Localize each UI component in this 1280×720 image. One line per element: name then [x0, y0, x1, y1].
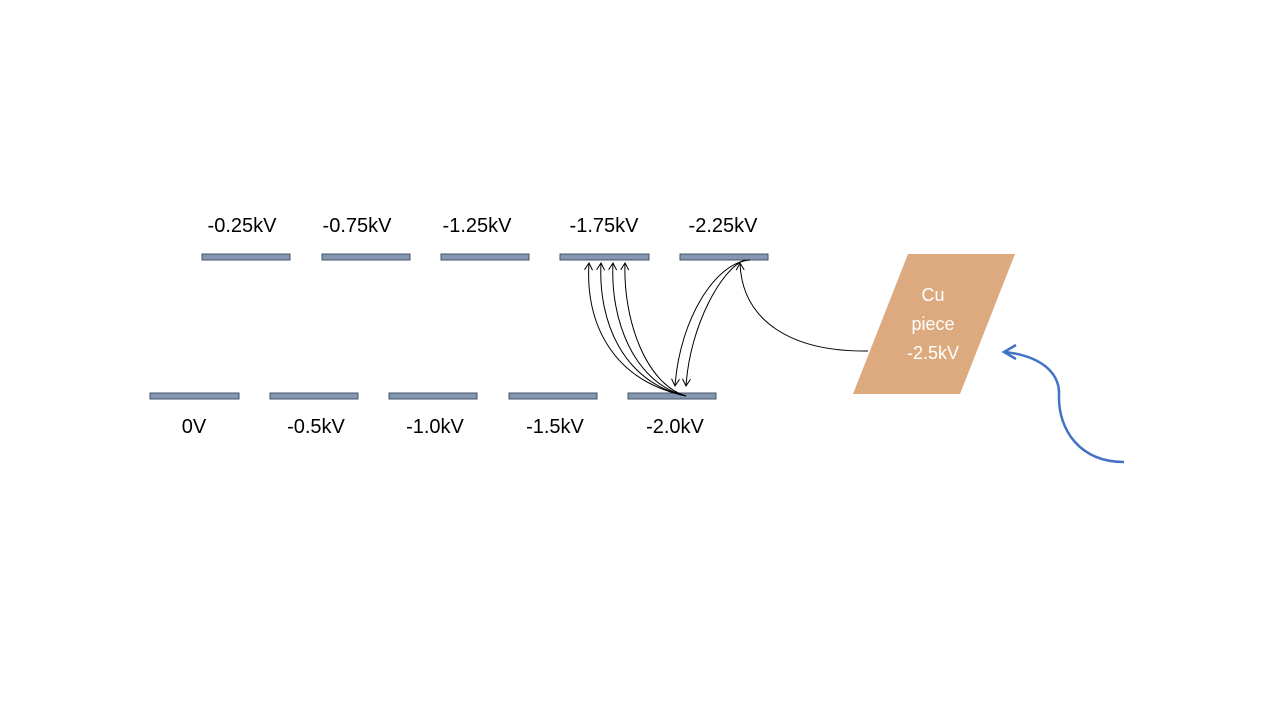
incoming-arrow — [1001, 343, 1125, 464]
arrowhead-icon — [1001, 343, 1017, 361]
curved-arrow-icon — [584, 261, 687, 397]
top-voltage-label-4: -1.75kV — [570, 215, 640, 237]
curved-arrow-icon — [596, 261, 687, 397]
curved-arrow-icon — [608, 261, 687, 397]
cu-piece-shape — [853, 254, 1015, 394]
cu-piece-label-line1: Cu — [921, 285, 944, 305]
dynode-plate-top-4 — [559, 253, 650, 261]
bottom-voltage-label-2: -0.5kV — [287, 416, 345, 438]
dynode-plate-bottom-4 — [508, 392, 598, 400]
curved-arrow-icon — [671, 259, 751, 388]
dynode-plate-bottom-5 — [627, 392, 717, 400]
dynode-plate-top-3 — [440, 253, 530, 261]
cu-piece: Cu piece -2.5kV — [853, 254, 1015, 394]
curved-arrow-icon — [682, 259, 746, 388]
dynode-plate-top-5 — [679, 253, 769, 261]
dynode-plate-bottom-1 — [149, 392, 240, 400]
bottom-voltage-label-1: 0V — [182, 416, 207, 438]
dynode-plate-bottom-3 — [388, 392, 478, 400]
dynode-plate-top-2 — [321, 253, 411, 261]
dynode-plate-top-1 — [201, 253, 291, 261]
bottom-voltage-label-5: -2.0kV — [646, 416, 704, 438]
top-voltage-label-3: -1.25kV — [443, 215, 513, 237]
cu-piece-label-line2: piece — [911, 314, 954, 334]
curved-arrow-icon — [1004, 350, 1125, 464]
top-voltage-label-2: -0.75kV — [323, 215, 393, 237]
bottom-voltage-label-4: -1.5kV — [526, 416, 584, 438]
cu-piece-label-line3: -2.5kV — [907, 343, 959, 363]
top-voltage-label-5: -2.25kV — [689, 215, 759, 237]
curved-arrow-icon — [735, 261, 869, 352]
top-voltage-labels: -0.25kV -0.75kV -1.25kV -1.75kV -2.25kV — [208, 215, 759, 237]
dynode-plate-bottom-2 — [269, 392, 359, 400]
bottom-voltage-label-3: -1.0kV — [406, 416, 464, 438]
curved-arrow-icon — [620, 261, 687, 397]
electron-paths — [584, 259, 869, 397]
top-dynode-row — [201, 253, 769, 261]
bottom-voltage-labels: 0V -0.5kV -1.0kV -1.5kV -2.0kV — [182, 416, 705, 438]
bottom-dynode-row — [149, 392, 717, 400]
top-voltage-label-1: -0.25kV — [208, 215, 278, 237]
